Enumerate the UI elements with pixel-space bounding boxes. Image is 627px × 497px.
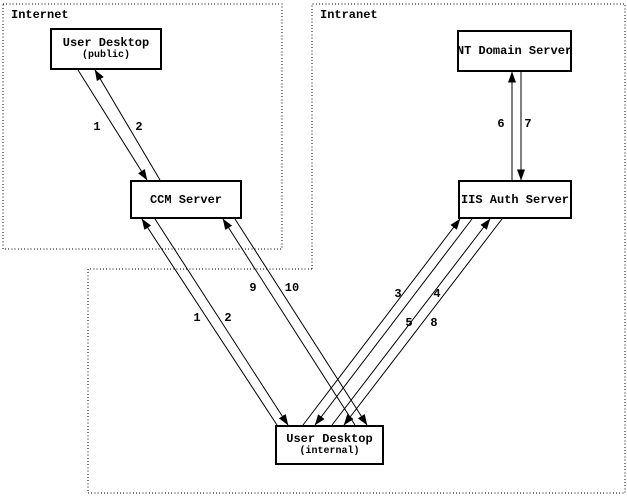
edge-label-3: 3 [394,287,401,301]
edge-label-8: 8 [430,316,437,330]
node-label: IIS Auth Server [460,192,570,207]
edge-label-9: 9 [249,281,256,295]
node-sublabel: (internal) [299,446,360,457]
zone-label-intranet: Intranet [320,8,378,22]
node-label: User Desktop [62,36,150,50]
edge-label-4: 4 [433,287,440,301]
zone-label-internet: Internet [11,8,69,22]
edge-label-1: 1 [93,120,100,134]
edge-label-1: 1 [193,311,200,325]
edge-line-4-iis-auth-server-to-user-desktop-internal [314,218,473,426]
edge-label-5: 5 [405,316,412,330]
edge-line-9-user-desktop-internal-to-ccm-server [222,218,356,426]
node-ccm-server: CCM Server [130,180,242,219]
node-user-desktop-internal: User Desktop (internal) [275,425,384,465]
edge-line-1-user-desktop-public-to-ccm-server [77,69,148,181]
edge-label-2: 2 [135,120,142,134]
edge-line-5-user-desktop-internal-to-iis-auth-server [331,218,491,426]
edge-line-10-ccm-server-to-user-desktop-internal [234,218,368,426]
edge-line-8-iis-auth-server-to-user-desktop-internal [343,218,503,426]
edge-line-1-user-desktop-internal-to-ccm-server [141,218,278,426]
zone-border-intranet [311,3,626,493]
edge-line-2-ccm-server-to-user-desktop-public [94,69,161,181]
edge-label-6: 6 [497,117,504,131]
edge-line-2-ccm-server-to-user-desktop-internal [154,218,289,426]
node-nt-domain-server: NT Domain Server [457,30,572,72]
node-user-desktop-public: User Desktop (public) [50,28,162,70]
node-iis-auth-server: IIS Auth Server [458,180,572,219]
node-label: CCM Server [149,192,222,207]
edge-label-2: 2 [224,311,231,325]
zone-border-internet [2,3,283,250]
node-sublabel: (public) [81,50,130,61]
zone-border-internal-lan [87,268,625,494]
edge-label-10: 10 [285,281,299,295]
edge-line-3-user-desktop-internal-to-iis-auth-server [302,218,461,426]
edge-label-7: 7 [524,117,531,131]
node-label: User Desktop [286,432,373,446]
node-label: NT Domain Server [456,44,573,58]
